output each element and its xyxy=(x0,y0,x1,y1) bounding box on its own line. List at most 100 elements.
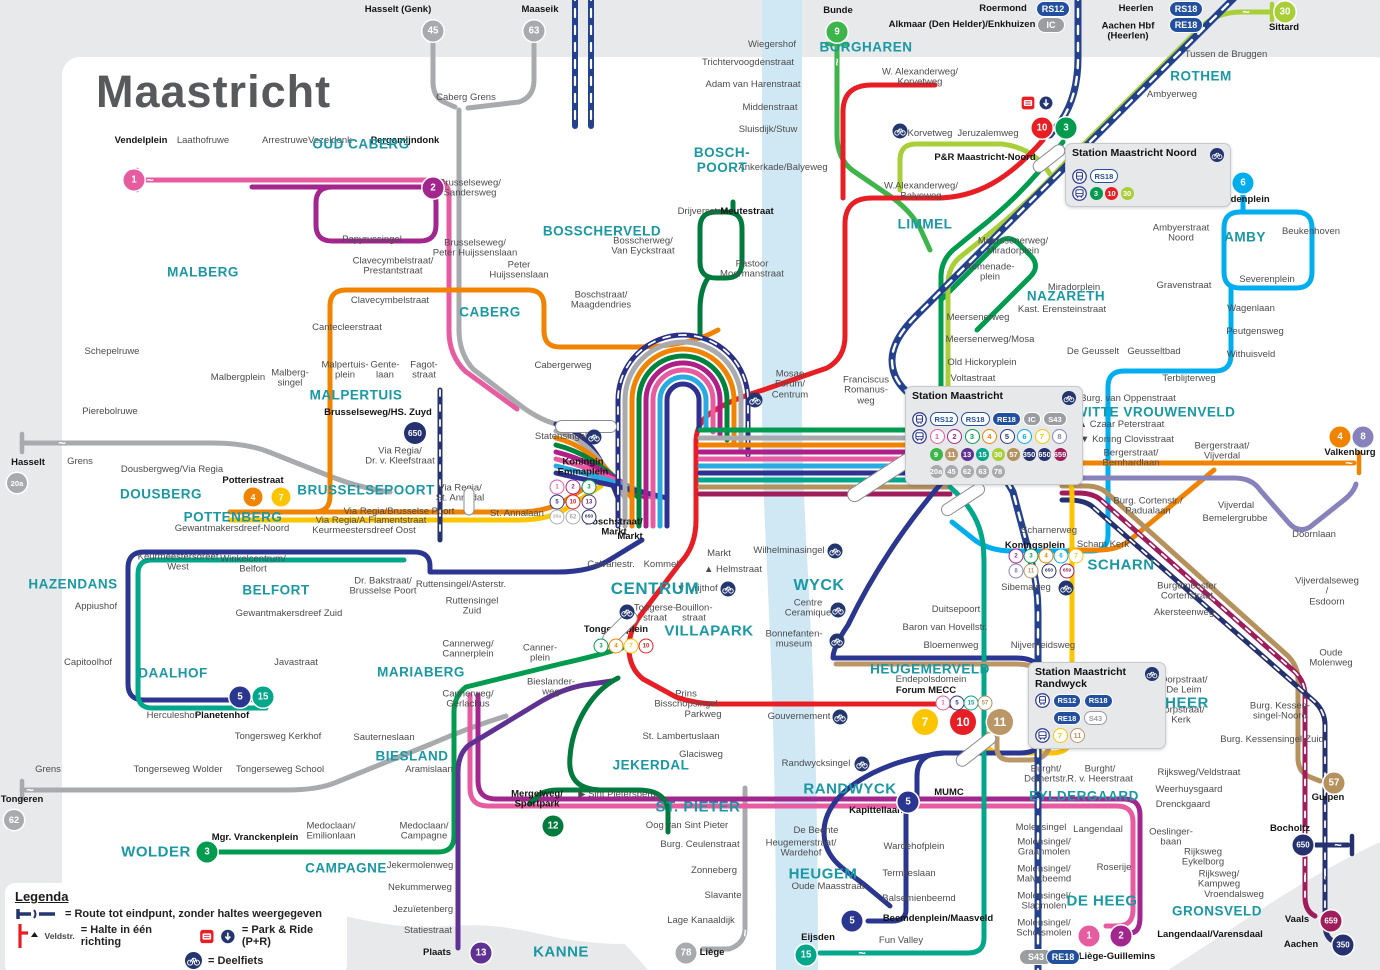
stop-label: Meersenerweg xyxy=(946,311,1010,323)
route-badge: 659 xyxy=(1320,910,1342,932)
stop-label: Laathofruwe xyxy=(176,134,230,146)
stop-label: Keurmeestersdreef Oost xyxy=(312,524,416,536)
route-badge: 62 xyxy=(960,465,974,479)
loop-ring-5 xyxy=(643,360,723,529)
route-badge: 11 xyxy=(945,447,958,461)
route-15-east xyxy=(817,484,987,956)
loop-ring-6 xyxy=(650,367,716,529)
train-badge: IC xyxy=(1023,412,1041,427)
route-badge: 659 xyxy=(1053,447,1067,461)
route-45-line xyxy=(430,41,458,110)
bike-icon xyxy=(829,633,845,649)
route-badge: 1 xyxy=(1078,925,1100,947)
legend-box: Legenda = Route tot eindpunt, zonder hal… xyxy=(5,883,347,970)
route-break-mark: ~ xyxy=(1345,455,1353,471)
stop-label: Boschstraat/ Maagdendries xyxy=(570,289,632,311)
stop-label: Pastoor Moormanstraat xyxy=(720,258,784,280)
bike-icon xyxy=(619,604,635,620)
route-gray-corridor xyxy=(456,107,563,428)
route-badge: 3 xyxy=(964,429,980,445)
stop-label: Meerssenerweg/ Miradorplein xyxy=(977,235,1049,257)
route-badge: 4 xyxy=(1038,548,1054,564)
legend-title: Legenda xyxy=(15,889,69,904)
stop-label: Cantecleerstraat xyxy=(312,321,382,333)
train-icon xyxy=(912,411,927,427)
area-label: HEER xyxy=(1165,694,1209,712)
station-title: Station Maastricht xyxy=(912,390,1076,409)
stop-label: ▲ Helmstraat xyxy=(704,563,762,575)
stop-label: Jeruzalemweg xyxy=(957,127,1019,139)
stop-label: Mergelweg/ Sportpark xyxy=(511,788,563,810)
stop-label: Vendelplein xyxy=(114,134,168,146)
stop-label: Drenckgaard xyxy=(1155,798,1211,810)
area-label: VILLAPARK xyxy=(664,622,754,640)
bus-icon xyxy=(1072,186,1087,201)
route-badge: 20a xyxy=(7,473,27,493)
bundle-diag-3 xyxy=(553,435,635,529)
train-badge: RE18 xyxy=(1052,711,1082,726)
route-5-west-loop xyxy=(125,537,645,703)
route-badge: 650 xyxy=(404,422,426,444)
stop-label: Hasselt (Genk) xyxy=(364,3,432,15)
legend-item: Veldstr.= Halte in één richting xyxy=(15,924,185,948)
stop-label: W.Alexanderweg/ Balyeweg xyxy=(884,180,958,202)
spacer-icon xyxy=(1035,711,1050,726)
stop-label: Miradorplein xyxy=(1047,281,1101,293)
route-2-south xyxy=(475,692,1143,936)
route-badge: 13 xyxy=(470,942,492,964)
bus-icon xyxy=(1035,728,1050,743)
route-badge: 2 xyxy=(1110,925,1132,947)
stop-label: Gewantmakersdreef-Noord xyxy=(174,522,290,534)
stop-label: Burg. Ceulenstraat xyxy=(660,838,740,850)
stop-label: Brusselseweg/ Peter Huijssenslaan xyxy=(432,237,518,259)
stop-label: Parkweg xyxy=(684,708,722,720)
stop-label: Old Hickoryplein xyxy=(947,356,1017,368)
route-badge: 9 xyxy=(826,21,848,43)
area-label: NAZARETH xyxy=(1026,288,1106,304)
route-badge: 3 xyxy=(1055,117,1077,139)
route-badge: 15 xyxy=(252,686,274,708)
stop-label: Malbergplein xyxy=(210,371,266,383)
train-icon xyxy=(1072,168,1087,184)
area-label: GRONSVELD xyxy=(1171,903,1263,919)
area-label: RANDWYCK xyxy=(803,780,897,798)
bike-icon xyxy=(586,429,602,445)
stop-label: Wardehofplein xyxy=(883,840,945,852)
bike-icon xyxy=(854,756,870,772)
area-label: BOSSCHERVELD xyxy=(542,223,662,239)
stop-label: Keurmeestersdreef West xyxy=(137,551,219,573)
route-badge: 1 xyxy=(549,479,565,495)
stop-label: Markt xyxy=(707,547,731,559)
route-badge: 1 xyxy=(123,169,145,191)
stop-label: Via Regia/ St. Annadal xyxy=(435,482,485,504)
route-13-line xyxy=(455,678,615,951)
stop-label: Fun Valley xyxy=(878,934,924,946)
stop-label: Koningsplein xyxy=(1004,539,1066,551)
area-label: CABERG xyxy=(459,304,521,320)
stop-label: Sibemaweg xyxy=(1001,581,1051,593)
loop-ring-3 xyxy=(629,346,737,529)
route-1-south xyxy=(467,692,1136,929)
route-badge: 4 xyxy=(1329,426,1351,448)
route-badge: 7 xyxy=(1034,429,1050,445)
route-badge: 11 xyxy=(1023,563,1039,579)
route-badge: 5 xyxy=(897,791,919,813)
route-break-mark: ~ xyxy=(1242,4,1250,20)
stop-label: Beemdenplein/Maasveld xyxy=(882,912,994,924)
route-badge: 45 xyxy=(945,465,958,479)
stop-label: Nekummerweg xyxy=(388,881,452,893)
route-badge: 30 xyxy=(1274,1,1296,23)
route-badge: 13 xyxy=(960,447,974,461)
stop-label: Heugemerstraat/ Wardehof xyxy=(765,837,837,859)
route-break-mark: ~ xyxy=(858,945,866,961)
area-label: WOLDER xyxy=(121,843,191,861)
area-label: KANNE xyxy=(533,943,589,961)
stop-label: Burg. Cortenstr./ Padualaan xyxy=(1113,495,1183,517)
bike-icon xyxy=(892,123,908,139)
area-label: HAZENDANS xyxy=(28,576,118,592)
route-badge: 11 xyxy=(1070,728,1085,744)
interchange-marker xyxy=(555,419,617,433)
stop-label: Grens xyxy=(35,763,61,775)
